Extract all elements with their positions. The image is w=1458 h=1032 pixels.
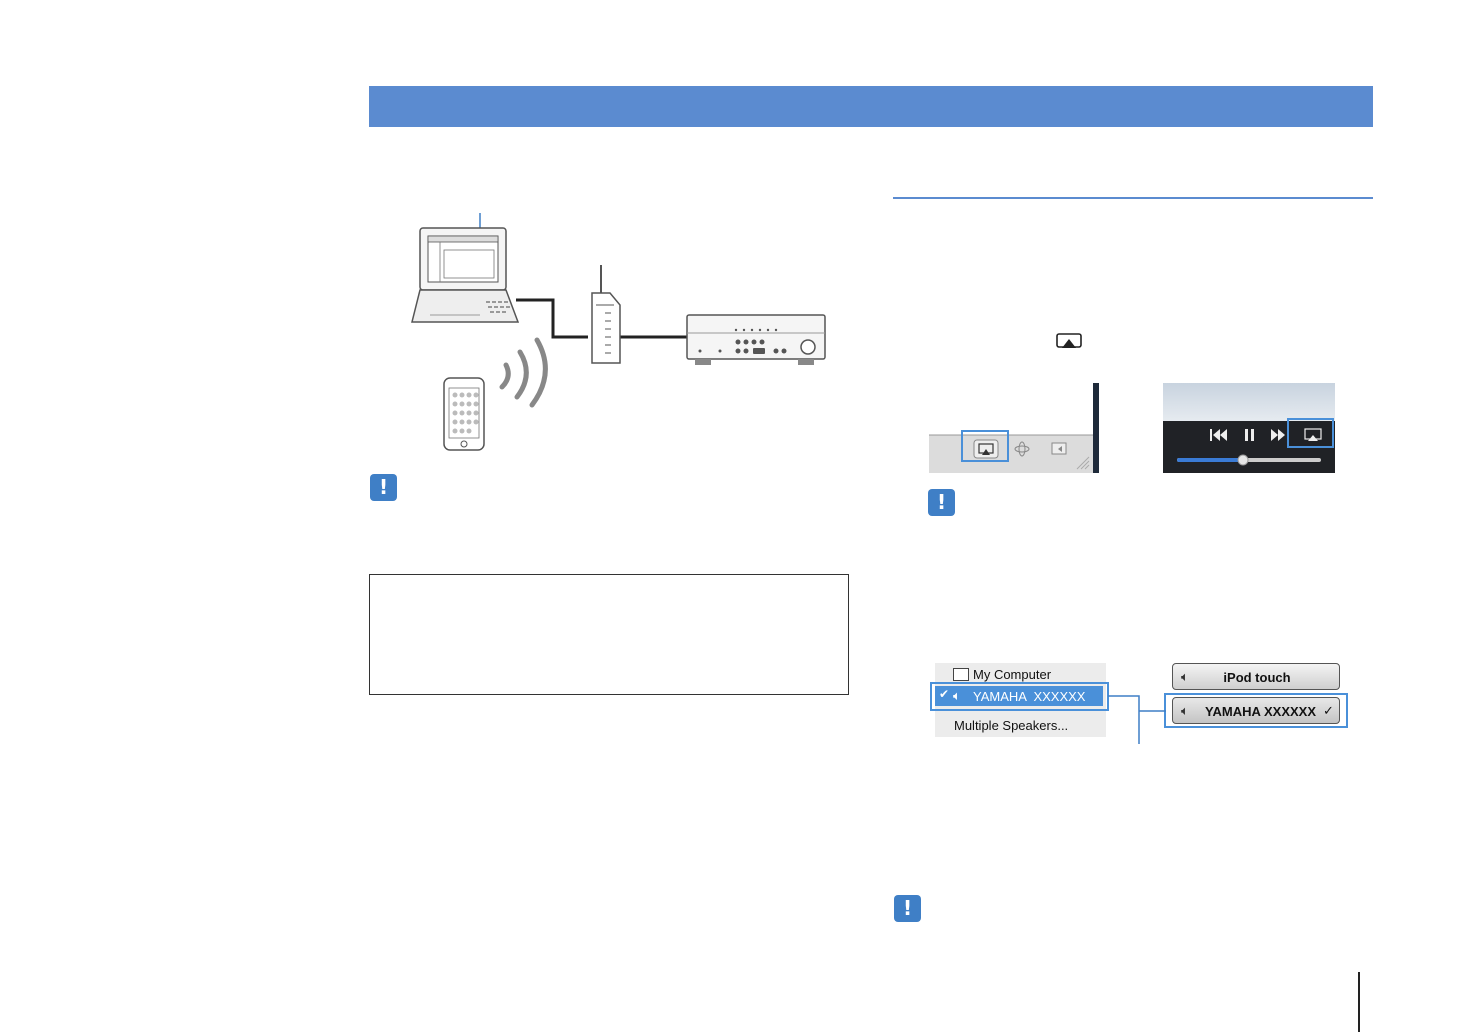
next-track-icon xyxy=(1271,429,1285,441)
airplay-button[interactable] xyxy=(1304,428,1322,441)
visualizer-icon xyxy=(1014,441,1030,457)
pause-icon xyxy=(1245,429,1254,441)
alert-icon: ! xyxy=(370,474,397,501)
callout-connector xyxy=(1108,695,1166,744)
previous-track-icon xyxy=(1210,429,1227,441)
speaker-icon: 🔈︎ xyxy=(1181,703,1189,718)
menu-item-yamaha-label: YAMAHA XXXXXX xyxy=(973,689,1086,704)
menu-item-multiple-speakers[interactable]: Multiple Speakers... xyxy=(954,718,1069,733)
ios-option-label: YAMAHA XXXXXX xyxy=(1205,704,1317,719)
itunes-toolbar-screenshot xyxy=(929,383,1099,473)
menu-item-my-computer[interactable]: My Computer xyxy=(973,667,1052,682)
speaker-icon: 🔈︎ xyxy=(1181,669,1189,684)
smartphone-illustration xyxy=(443,377,485,451)
page-edge-rule xyxy=(1358,972,1360,1032)
alert-icon: ! xyxy=(894,895,921,922)
network-diagram xyxy=(411,213,826,451)
section-header-bar xyxy=(369,86,1373,127)
menu-item-yamaha-selected[interactable] xyxy=(935,686,1103,706)
airplay-icon xyxy=(1056,333,1082,348)
checkmark-icon: ✔ xyxy=(939,687,950,701)
highlight-frame xyxy=(1164,693,1348,728)
ios-option-label: iPod touch xyxy=(1223,670,1291,685)
alert-icon: ! xyxy=(928,489,955,516)
note-box xyxy=(369,574,849,695)
highlight-frame xyxy=(930,682,1109,711)
section-divider xyxy=(893,197,1373,199)
airplay-button[interactable] xyxy=(973,439,999,459)
av-receiver-illustration xyxy=(686,314,826,365)
computer-icon xyxy=(953,668,969,681)
volume-thumb[interactable] xyxy=(1237,454,1249,466)
wifi-waves-icon xyxy=(499,337,548,408)
router-illustration xyxy=(591,265,621,364)
volume-fill xyxy=(1177,458,1243,462)
ios-speaker-option-yamaha[interactable]: 🔈︎ YAMAHA XXXXXX ✓ xyxy=(1172,697,1340,724)
ios-player-screenshot xyxy=(1163,383,1335,473)
ios-speaker-option-ipod[interactable]: 🔈︎ iPod touch xyxy=(1172,663,1340,690)
checkmark-icon: ✓ xyxy=(1323,703,1334,718)
computer-illustration xyxy=(411,227,520,323)
speaker-icon: 🔈︎ xyxy=(953,688,961,703)
itunes-speaker-menu: My Computer ✔ 🔈︎ YAMAHA XXXXXX Multiple … xyxy=(935,663,1106,737)
